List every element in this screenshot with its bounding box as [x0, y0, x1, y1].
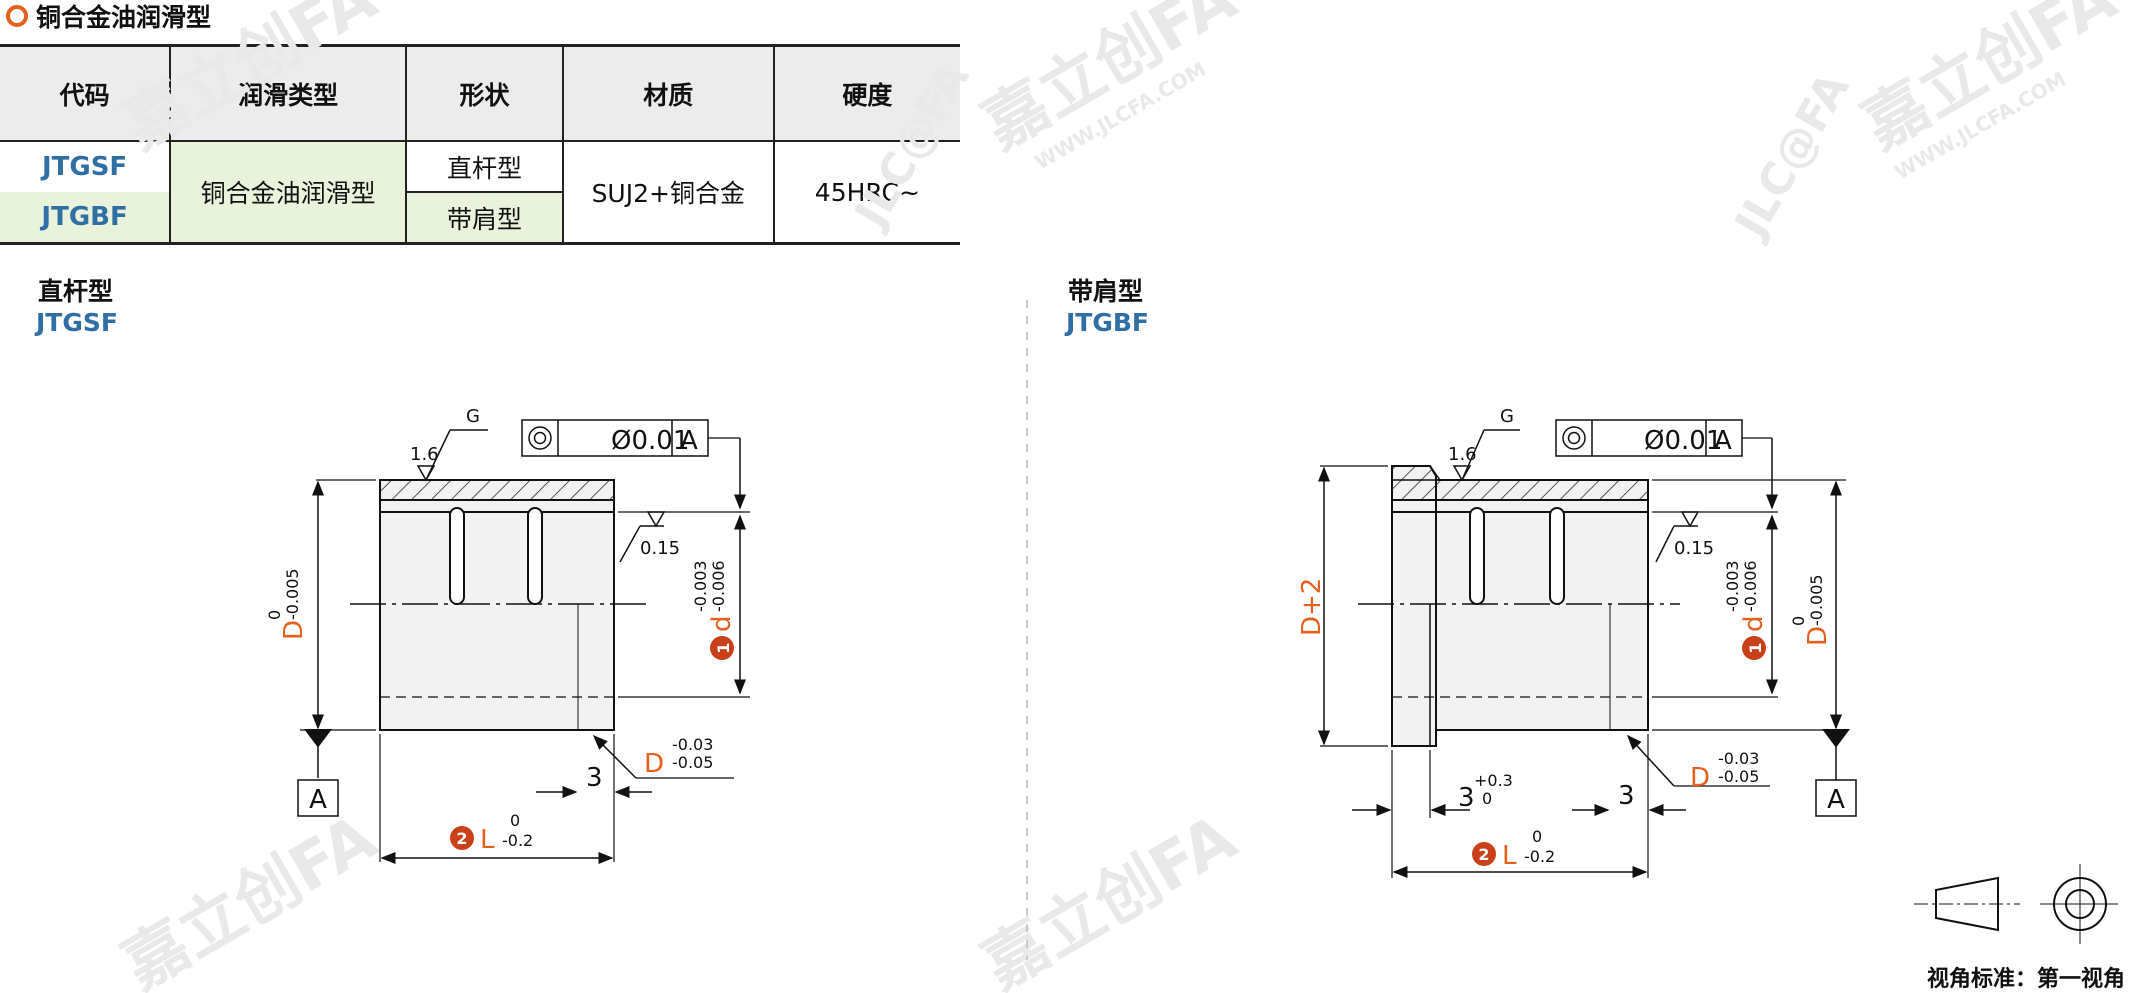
- left-annotations: Ø0.01 A A G 1.6 0.15 D 0 -0.005 1 d -0.0…: [265, 406, 737, 855]
- material-cell: SUJ2+铜合金: [562, 141, 775, 245]
- code-cell: JTGBF: [0, 192, 172, 245]
- shape-cell: 带肩型: [406, 192, 564, 245]
- table-row: JTGSF 铜合金油润滑型 直杆型 SUJ2+铜合金 45HRC~: [0, 141, 960, 245]
- D-tol-lower: -0.005: [283, 568, 302, 620]
- roughness-label: 0.15: [1674, 538, 1714, 559]
- section-heading: 铜合金油润滑型: [6, 0, 211, 32]
- right-drawing-title: 带肩型: [1068, 277, 1144, 306]
- L-tol-lower: -0.2: [502, 831, 533, 850]
- marker-1: 1: [714, 642, 733, 653]
- tolerance-value: Ø0.01: [611, 426, 689, 456]
- watermark-brand: 嘉立创FA: [971, 0, 1249, 164]
- dim-3: 3: [1618, 781, 1635, 811]
- L-symbol: L: [480, 825, 495, 855]
- dim-3: 3: [1458, 783, 1475, 813]
- datum-label: A: [680, 426, 698, 456]
- lubrication-cell: 铜合金油润滑型: [170, 141, 408, 245]
- L-tol-upper: 0: [1532, 827, 1542, 846]
- tolerance-value: Ø0.01: [1644, 426, 1722, 456]
- D-tol-lower: -0.005: [1807, 574, 1826, 626]
- D2-tol-lower: -0.05: [672, 753, 713, 772]
- marker-circle: [1742, 636, 1766, 660]
- L-symbol: L: [1502, 841, 1517, 871]
- left-part-drawing: [297, 419, 750, 864]
- d-tol-upper: -0.003: [1723, 560, 1742, 612]
- watermark-logo: JLC@FA: [1724, 64, 1860, 248]
- D2-tol-upper: -0.03: [1718, 749, 1759, 768]
- dim-3-tol-upper: +0.3: [1474, 771, 1513, 790]
- watermark-logo: JLC@FA: [844, 54, 980, 238]
- L-tol-lower: -0.2: [1524, 847, 1555, 866]
- roughness-label: 1.6: [1448, 444, 1477, 465]
- d-tol-lower: -0.006: [709, 560, 728, 612]
- left-drawing-title: 直杆型: [38, 277, 114, 306]
- D-tol-upper: 0: [265, 610, 284, 620]
- watermark-brand: 嘉立创FA: [971, 801, 1249, 993]
- d-tol-lower: -0.006: [1741, 560, 1760, 612]
- d-tol-upper: -0.003: [691, 560, 710, 612]
- d-symbol: d: [707, 615, 737, 632]
- projection-symbol-icon: [1914, 864, 2118, 944]
- section-title: 铜合金油润滑型: [36, 3, 212, 32]
- right-annotations: Ø0.01 A A G 1.6 0.15 D+2 1 d -0.003 -0.0…: [1297, 406, 1845, 871]
- right-groove: [1549, 507, 1565, 605]
- spec-table: 代码 润滑类型 形状 材质 硬度 JTGSF 铜合金油润滑型 直杆型 SUJ2+…: [0, 44, 960, 245]
- left-groove: [527, 507, 543, 605]
- flange-dim: D+2: [1297, 578, 1327, 636]
- L-tol-upper: 0: [510, 811, 520, 830]
- shape-cell: 直杆型: [406, 141, 564, 193]
- watermark-brand: 嘉立创FA: [1851, 0, 2129, 164]
- left-drawing-code: JTGSF: [36, 308, 118, 337]
- D-symbol: D: [279, 620, 309, 640]
- marker-2: 2: [456, 829, 467, 848]
- left-hatch-band: [379, 479, 615, 501]
- D2-tol-lower: -0.05: [1718, 767, 1759, 786]
- d-symbol: d: [1739, 615, 1769, 632]
- right-groove: [1469, 507, 1485, 605]
- dim-3-tol-lower: 0: [1482, 789, 1492, 808]
- D2-tol-upper: -0.03: [672, 735, 713, 754]
- watermark-brand: 嘉立创FA: [111, 0, 389, 164]
- header-shape: 形状: [406, 44, 564, 142]
- datum-label: A: [309, 785, 327, 815]
- marker-circle: [1472, 842, 1496, 866]
- left-body: [379, 479, 615, 731]
- header-code: 代码: [0, 44, 172, 142]
- code-cell: JTGSF: [0, 141, 172, 192]
- D-tol-upper: 0: [1789, 616, 1808, 626]
- header-hardness: 硬度: [773, 44, 960, 142]
- marker-circle: [450, 826, 474, 850]
- view-standard-label: 视角标准：第一视角: [1926, 967, 2125, 992]
- header-material: 材质: [562, 44, 775, 142]
- right-drawing-code: JTGBF: [1066, 308, 1150, 337]
- D-symbol: D: [1803, 626, 1833, 646]
- table-row: JTGBF 带肩型: [0, 192, 960, 245]
- datum-label: A: [1827, 785, 1845, 815]
- g-label: G: [466, 406, 480, 427]
- datum-label: A: [1714, 426, 1732, 456]
- D-symbol: D: [1690, 763, 1710, 793]
- right-part-drawing: [1318, 419, 1857, 878]
- left-groove: [449, 507, 465, 605]
- table-header-row: 代码 润滑类型 形状 材质 硬度: [0, 44, 960, 142]
- watermark-brand: 嘉立创FA: [111, 801, 389, 993]
- dim-3: 3: [586, 763, 603, 793]
- g-label: G: [1500, 406, 1514, 427]
- marker-2: 2: [1478, 845, 1489, 864]
- header-lubrication: 润滑类型: [170, 44, 408, 142]
- marker-circle: [710, 636, 734, 660]
- roughness-label: 0.15: [640, 538, 680, 559]
- D-symbol: D: [644, 749, 664, 779]
- hardness-cell: 45HRC~: [773, 141, 960, 245]
- marker-1: 1: [1746, 642, 1765, 653]
- roughness-label: 1.6: [410, 444, 439, 465]
- circle-bullet-icon: [6, 5, 28, 27]
